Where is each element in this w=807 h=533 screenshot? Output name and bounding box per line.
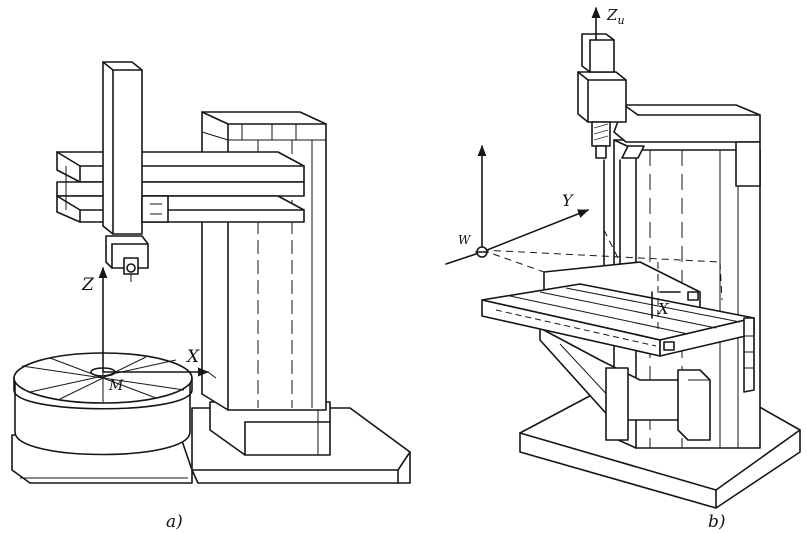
caption-b: b) [708, 512, 726, 532]
caption-a: a) [166, 512, 183, 532]
y-axis-arrow [481, 209, 590, 253]
knee [539, 327, 711, 441]
crossrail [56, 151, 305, 223]
left-machine-drawing: Z X M a) [11, 61, 411, 532]
spindle-head [577, 33, 645, 159]
rotary-table [11, 352, 193, 484]
z-axis-label: Z [81, 275, 95, 295]
x-axis-label: X [185, 347, 200, 367]
column-footing [209, 401, 331, 456]
origin-label: M [108, 378, 124, 394]
zu-axis-label: Zu [606, 6, 625, 27]
vertical-ram [102, 61, 169, 235]
right-axes: Y X W [445, 144, 681, 319]
projection-lines [481, 229, 723, 330]
y-axis-label: Y [562, 191, 574, 210]
right-machine-drawing: Zu [445, 6, 801, 532]
zu-axis: Zu [591, 6, 625, 41]
x-axis-label-b: X [657, 300, 670, 318]
tool-head [105, 235, 149, 282]
left-axes: Z X M [81, 266, 217, 394]
w-axis-label: W [458, 233, 472, 247]
overarm [613, 104, 761, 187]
